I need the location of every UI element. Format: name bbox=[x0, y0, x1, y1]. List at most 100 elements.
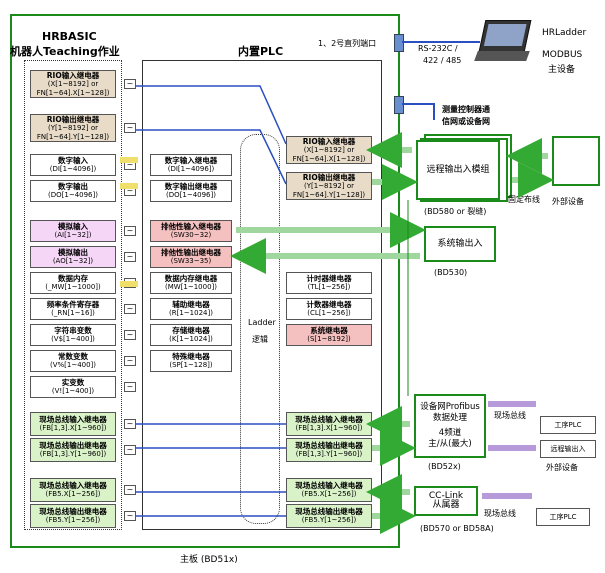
hrbasic-box-text: 现场总线输出继电器 bbox=[39, 507, 107, 516]
plc-right-relay-text: (FB5.X[1~256]) bbox=[301, 490, 357, 498]
hrbasic-box-text: 现场总线输入继电器 bbox=[39, 415, 107, 424]
ac-symbol-icon: ~ bbox=[124, 304, 136, 314]
plc-relay-box: 存储继电器(K[1~1024]) bbox=[150, 324, 232, 346]
ext-device-box bbox=[552, 136, 600, 186]
hrbasic-box: 现场总线输入继电器(FB[1,3].X[1~960]) bbox=[30, 412, 116, 436]
ac-symbol-icon: ~ bbox=[124, 511, 136, 521]
plc-relay-text: 特殊继电器 bbox=[172, 352, 210, 361]
plc-panel bbox=[142, 60, 382, 530]
plc-right-relay-text: (S[1~8192]) bbox=[307, 335, 351, 343]
plc-right-relay-text: (X[1~8192] or bbox=[303, 145, 355, 154]
ac-symbol-icon: ~ bbox=[124, 485, 136, 495]
hrbasic-box-text: (Y[1~8192] or bbox=[48, 123, 98, 132]
main-board bbox=[10, 14, 400, 548]
hrbasic-subtitle: 机器人Teaching作业 bbox=[10, 45, 120, 58]
plc-right-relay-box: 现场总线输入继电器(FB5.X[1~256]) bbox=[286, 478, 372, 502]
profibus-sub: (BD52x) bbox=[428, 462, 461, 471]
hrbasic-box-text: 常数变数 bbox=[58, 352, 88, 361]
ladder-logic-label: 逻辑 bbox=[252, 335, 268, 344]
plc-right-relay-text: 计时器继电器 bbox=[306, 274, 352, 283]
hrbasic-box: 实变数(V![1~400]) bbox=[30, 376, 116, 398]
hrbasic-box-text: (FB5.Y[1~256]) bbox=[45, 516, 101, 524]
plc-relay-text: 数字输出继电器 bbox=[164, 182, 218, 191]
hrbasic-box-text: 现场总线输出继电器 bbox=[39, 441, 107, 450]
plc-relay-text: 数字输入继电器 bbox=[164, 156, 218, 165]
hrbasic-box: 数字输出(DO[1~4096]) bbox=[30, 180, 116, 202]
plc-relay-box: 排他性输出继电器(SW33~35) bbox=[150, 246, 232, 268]
cclink-sub: (BD570 or BD58A) bbox=[420, 524, 494, 533]
plc-right-relay-text: FN[1~64].X[1~128]) bbox=[292, 154, 366, 163]
plc-right-relay-text: 计数器继电器 bbox=[306, 300, 352, 309]
plc-relay-text: 辅助继电器 bbox=[172, 300, 210, 309]
ac-symbol-icon: ~ bbox=[124, 252, 136, 262]
field-bus2-label: 现场总线 bbox=[484, 509, 516, 518]
plc-relay-text: 排他性输入继电器 bbox=[161, 222, 221, 231]
main-board-label: 主板 (BD51x) bbox=[180, 555, 238, 565]
remote-io-module: 远程输出入模组 bbox=[416, 140, 500, 200]
hrbasic-box-text: 频率条件寄存器 bbox=[46, 300, 100, 309]
hrbasic-box: 现场总线输出继电器(FB[1,3].Y[1~960]) bbox=[30, 438, 116, 462]
plc-right-relay-text: (FB[1,3].Y[1~960]) bbox=[295, 450, 363, 458]
rs232-label: RS-232C / bbox=[418, 44, 458, 53]
hrbasic-box: 现场总线输入继电器(FB5.X[1~256]) bbox=[30, 478, 116, 502]
ext-device-label: 外部设备 bbox=[552, 197, 584, 206]
plc-right-relay-text: 现场总线输出继电器 bbox=[295, 441, 363, 450]
hrbasic-box-text: RIO输出继电器 bbox=[46, 114, 100, 124]
hrbasic-box-text: 模拟输出 bbox=[58, 248, 88, 257]
process-plc2-box: 工序PLC bbox=[536, 508, 590, 526]
plc-right-relay-box: 现场总线输入继电器(FB[1,3].X[1~960]) bbox=[286, 412, 372, 436]
hrbasic-box: 频率条件寄存器(_RN[1~16]) bbox=[30, 298, 116, 320]
hrbasic-box-text: (DI[1~4096]) bbox=[49, 165, 97, 173]
measure-label-1: 测量控制器通 bbox=[442, 105, 490, 114]
plc-right-relay-text: 现场总线输入继电器 bbox=[295, 415, 363, 424]
ac-symbol-icon: ~ bbox=[124, 226, 136, 236]
hrbasic-box-text: RIO输入继电器 bbox=[46, 70, 100, 80]
plc-right-relay-box: 计数器继电器(CL[1~256]) bbox=[286, 298, 372, 320]
plc-relay-box: 辅助继电器(R[1~1024]) bbox=[150, 298, 232, 320]
field-bus-label: 现场总线 bbox=[494, 411, 526, 420]
rs422-label: 422 / 485 bbox=[423, 56, 462, 65]
master-device-label: 主设备 bbox=[548, 65, 576, 75]
ac-symbol-icon: ~ bbox=[124, 382, 136, 392]
hrbasic-box-text: (FB5.X[1~256]) bbox=[45, 490, 101, 498]
modbus-label: MODBUS bbox=[542, 50, 583, 60]
ac-symbol-icon: ~ bbox=[124, 123, 136, 133]
ac-symbol-icon: ~ bbox=[124, 419, 136, 429]
plc-right-relay-box: 现场总线输出继电器(FB5.Y[1~256]) bbox=[286, 504, 372, 528]
plc-relay-text: 存储继电器 bbox=[172, 326, 210, 335]
plc-relay-box: 数字输入继电器(DI[1~4096]) bbox=[150, 154, 232, 176]
plc-right-relay-text: (FB5.Y[1~256]) bbox=[301, 516, 357, 524]
hrbasic-panel bbox=[24, 60, 122, 530]
hrbasic-box-text: (FB[1,3].Y[1~960]) bbox=[39, 450, 107, 458]
hrbasic-box-text: (FB[1,3].X[1~960]) bbox=[39, 424, 107, 432]
plc-right-relay-box: 现场总线输出继电器(FB[1,3].Y[1~960]) bbox=[286, 438, 372, 462]
measure-label-2: 信网或设备网 bbox=[442, 117, 490, 126]
hrbasic-box-text: 字符串变数 bbox=[54, 326, 92, 335]
plc-right-relay-text: 现场总线输入继电器 bbox=[295, 481, 363, 490]
plc-title: 内置PLC bbox=[238, 45, 284, 58]
plc-relay-text: 排他性输出继电器 bbox=[161, 248, 221, 257]
plc-right-relay-text: FN[1~64].Y[1~128]) bbox=[292, 190, 366, 199]
plc-relay-box: 数字输出继电器(DO[1~4096]) bbox=[150, 180, 232, 202]
hrbasic-box-text: 现场总线输入继电器 bbox=[39, 481, 107, 490]
plc-relay-text: 数据内存继电器 bbox=[164, 274, 218, 283]
hrbasic-box: 现场总线输出继电器(FB5.Y[1~256]) bbox=[30, 504, 116, 528]
plc-relay-text: (SW30~32) bbox=[170, 231, 212, 239]
plc-right-relay-text: RIO输出继电器 bbox=[302, 172, 356, 182]
remote-io-input-box: 远程输出入 bbox=[540, 440, 596, 458]
plc-relay-text: (R[1~1024]) bbox=[169, 309, 213, 317]
ac-symbol-icon: ~ bbox=[124, 445, 136, 455]
hrbasic-box: 模拟输入(AI[1~32]) bbox=[30, 220, 116, 242]
hrbasic-box-text: (AI[1~32]) bbox=[54, 231, 92, 239]
hrbasic-box-text: (_RN[1~16]) bbox=[51, 309, 95, 317]
plc-right-relay-text: 系统继电器 bbox=[310, 326, 348, 335]
ac-symbol-icon: ~ bbox=[124, 330, 136, 340]
hrbasic-box-text: 数字输入 bbox=[58, 156, 88, 165]
plc-relay-text: (DI[1~4096]) bbox=[167, 165, 215, 173]
hrbasic-box-text: 数据内存 bbox=[58, 274, 88, 283]
